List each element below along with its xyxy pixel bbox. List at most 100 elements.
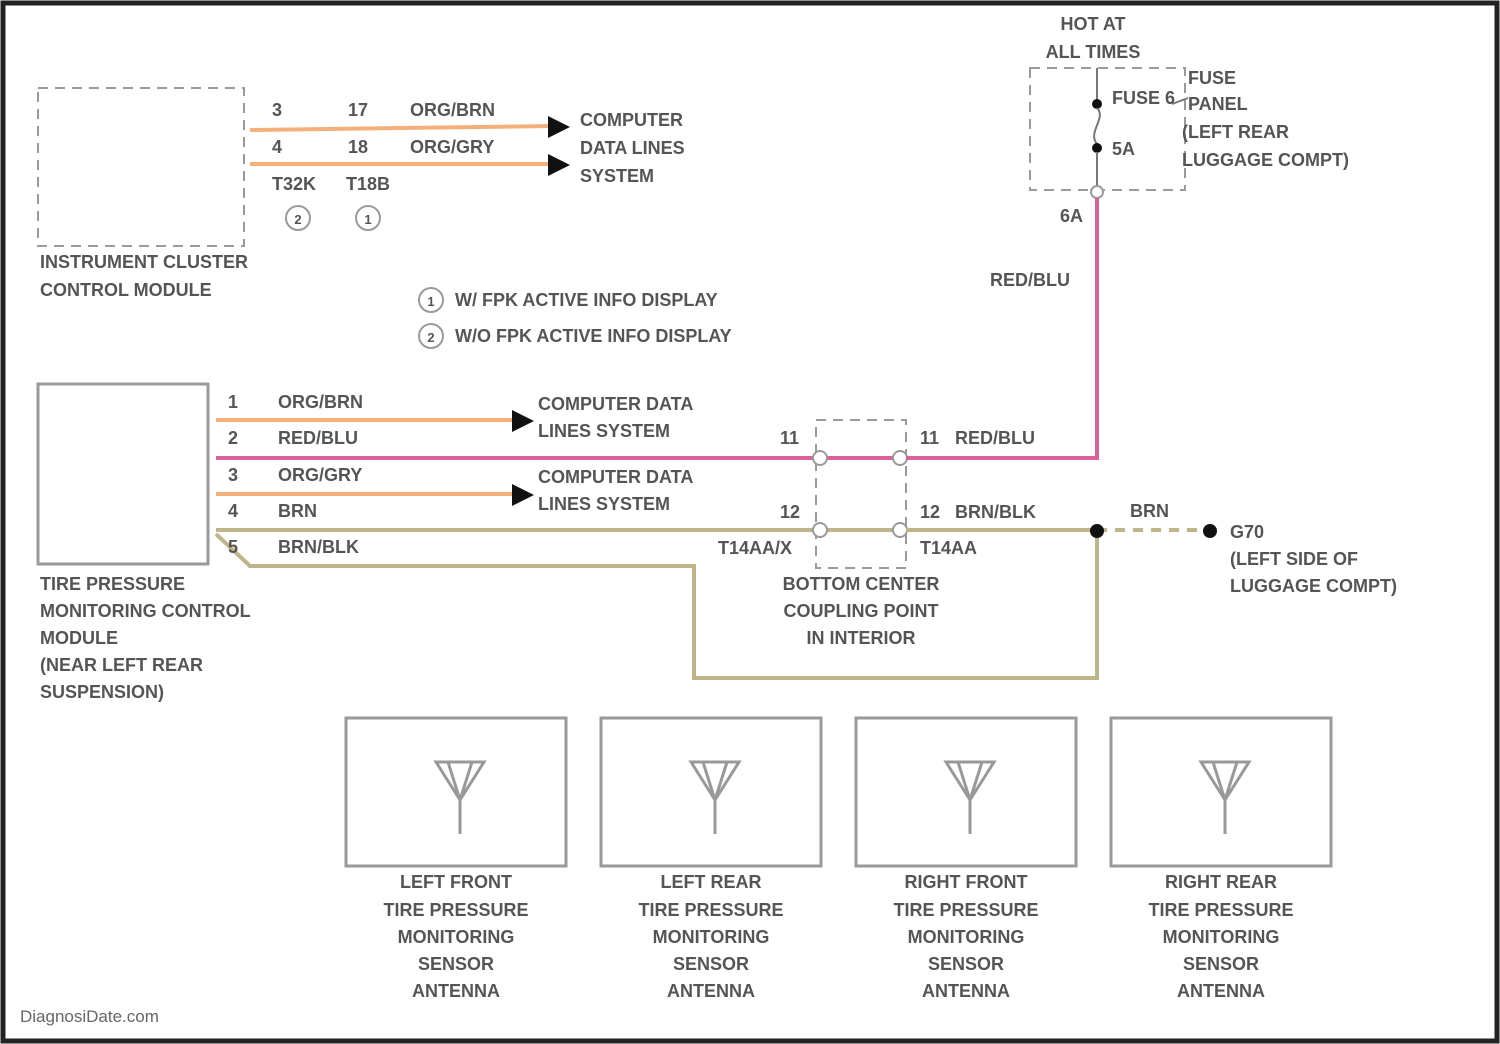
right-side-wiring: BRN G70 (LEFT SIDE OF LUGGAGE COMPT) [906,198,1397,596]
ground-name-line2: (LEFT SIDE OF [1230,549,1358,569]
fuse-output-terminal-label: 6A [1060,206,1083,226]
coupling-pin-out-2-label: 12 [920,502,940,522]
cluster-wire1-pin-b: 17 [348,100,368,120]
sensor-rr-line3: MONITORING [1163,927,1280,947]
ground-point-icon [1203,524,1217,538]
ground-name-line1: G70 [1230,522,1264,542]
tpms-module-box [38,384,208,564]
tpms-name-line5: SUSPENSION) [40,682,164,702]
sensor-lf-line3: MONITORING [398,927,515,947]
coupling-out-color-1: RED/BLU [955,428,1035,448]
coupling-name-line1: BOTTOM CENTER [783,574,940,594]
cluster-wire2-pin-a: 4 [272,137,282,157]
tpms-pin2: 2 [228,428,238,448]
cluster-wire2-pin-b: 18 [348,137,368,157]
sensor-antenna-right-front: RIGHT FRONT TIRE PRESSURE MONITORING SEN… [856,718,1076,1001]
tpms-pin3-color: ORG/GRY [278,465,362,485]
cluster-wire1-pin-a: 3 [272,100,282,120]
tpms-pin4-color: BRN [278,501,317,521]
tpms-arrow-2-icon [512,484,534,506]
cluster-wire2-color: ORG/GRY [410,137,494,157]
sensor-rr-line1: RIGHT REAR [1165,872,1277,892]
fuse-panel-line3: (LEFT REAR [1182,122,1289,142]
coupling-point: 11 12 11 12 RED/BLU BRN/BLK T14AA/X T14A… [718,420,1036,648]
sensor-rf-line1: RIGHT FRONT [905,872,1028,892]
ground-name-line3: LUGGAGE COMPT) [1230,576,1397,596]
fuse-panel-line1: FUSE [1188,68,1236,88]
fuse-amp-label: 5A [1112,139,1135,159]
sensor-lf-line4: SENSOR [418,954,494,974]
sensor-lr-line5: ANTENNA [667,981,755,1001]
cluster-wire1-color: ORG/BRN [410,100,495,120]
sensor-lr-line1: LEFT REAR [661,872,762,892]
fuse-output-terminal [1091,186,1103,198]
instrument-cluster-name-line2: CONTROL MODULE [40,280,212,300]
sensor-lf-line1: LEFT FRONT [400,872,512,892]
sensor-lr-line4: SENSOR [673,954,749,974]
instrument-cluster-name-line1: INSTRUMENT CLUSTER [40,252,248,272]
sensor-rf-line5: ANTENNA [922,981,1010,1001]
tpms-pin2-color: RED/BLU [278,428,358,448]
cluster-wire-org-brn [250,126,552,130]
cluster-destination-line2: DATA LINES [580,138,685,158]
tpms-pin5: 5 [228,537,238,557]
instrument-cluster-box [38,88,244,246]
tpms-dest2-line1: COMPUTER DATA [538,467,693,487]
coupling-pin-in-11 [813,451,827,465]
fuse-panel-line2: PANEL [1188,94,1248,114]
coupling-pin-out-11 [893,451,907,465]
sensor-lf-line2: TIRE PRESSURE [383,900,528,920]
cluster-destination-line3: SYSTEM [580,166,654,186]
sensor-rf-line2: TIRE PRESSURE [893,900,1038,920]
sensor-rr-line4: SENSOR [1183,954,1259,974]
variant-legend: 1 W/ FPK ACTIVE INFO DISPLAY 2 W/O FPK A… [419,288,732,348]
coupling-connector-in: T14AA/X [718,538,792,558]
legend-marker-1-text: 1 [427,294,434,309]
tpms-dest1-line2: LINES SYSTEM [538,421,670,441]
tpms-pin1-color: ORG/BRN [278,392,363,412]
cluster-arrow-1-icon [548,116,570,138]
fuse-terminal-top [1092,99,1102,109]
coupling-name-line3: IN INTERIOR [806,628,915,648]
sensor-rf-line3: MONITORING [908,927,1025,947]
legend-text-1: W/ FPK ACTIVE INFO DISPLAY [455,290,718,310]
sensor-antenna-right-rear: RIGHT REAR TIRE PRESSURE MONITORING SENS… [1111,718,1331,1001]
tpms-name-line2: MONITORING CONTROL [40,601,251,621]
coupling-connector-out: T14AA [920,538,977,558]
instrument-cluster: INSTRUMENT CLUSTER CONTROL MODULE 3 17 O… [38,88,685,300]
tpms-name-line3: MODULE [40,628,118,648]
coupling-pin-in-12 [813,523,827,537]
cluster-variant-marker-1-text: 1 [364,212,371,227]
all-times-label: ALL TIMES [1046,42,1141,62]
sensor-rf-line4: SENSOR [928,954,1004,974]
ground-wire-color: BRN [1130,501,1169,521]
tpms-pin4: 4 [228,501,238,521]
coupling-pin-in-1-label: 11 [780,428,799,448]
fuse-element-icon [1094,108,1100,144]
sensor-antenna-left-rear: LEFT REAR TIRE PRESSURE MONITORING SENSO… [601,718,821,1001]
cluster-destination-line1: COMPUTER [580,110,683,130]
tpms-pin1: 1 [228,392,238,412]
cluster-arrow-2-icon [548,154,570,176]
sensor-lr-line3: MONITORING [653,927,770,947]
hot-at-label: HOT AT [1061,14,1126,34]
tpms-arrow-1-icon [512,410,534,432]
coupling-point-box [816,420,906,568]
tpms-pin5-color: BRN/BLK [278,537,359,557]
fuse-panel-box [1030,68,1185,190]
feed-wire-red-blu [906,198,1097,458]
sensor-rr-line2: TIRE PRESSURE [1148,900,1293,920]
cluster-connector-a: T32K [272,174,316,194]
tpms-pin3: 3 [228,465,238,485]
tpms-name-line1: TIRE PRESSURE [40,574,185,594]
fuse-panel-line4: LUGGAGE COMPT) [1182,150,1349,170]
sensor-rr-line5: ANTENNA [1177,981,1265,1001]
coupling-out-color-2: BRN/BLK [955,502,1036,522]
legend-text-2: W/O FPK ACTIVE INFO DISPLAY [455,326,732,346]
watermark: DiagnosiDate.com [20,1007,159,1026]
sensor-antenna-left-front: LEFT FRONT TIRE PRESSURE MONITORING SENS… [346,718,566,1001]
cluster-connector-b: T18B [346,174,390,194]
fuse-number-label: FUSE 6 [1112,88,1175,108]
